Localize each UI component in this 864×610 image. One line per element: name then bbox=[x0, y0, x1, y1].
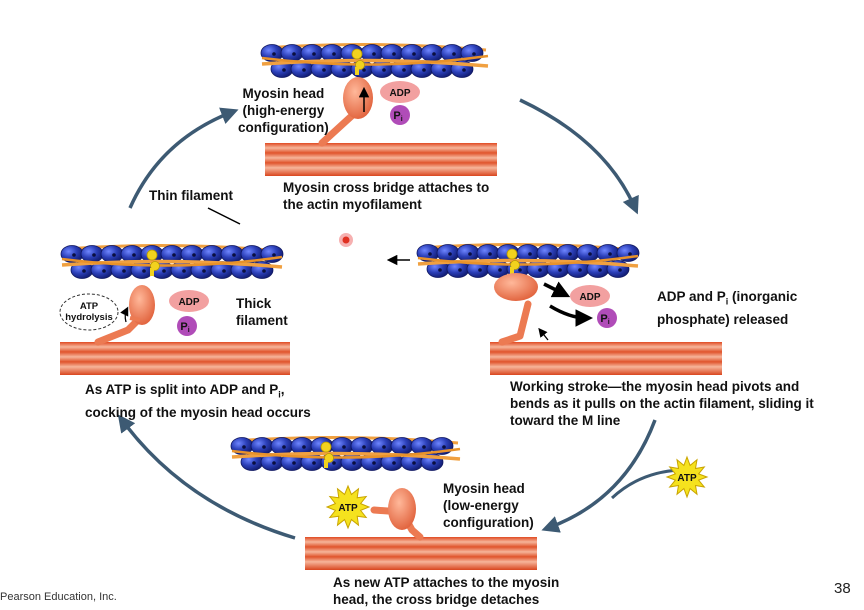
actin-bead bbox=[280, 44, 304, 62]
label-step1-attach: Myosin cross bridge attaches to the acti… bbox=[283, 180, 490, 212]
label-thick-filament: Thick filament bbox=[236, 296, 288, 328]
actin-bead bbox=[370, 437, 394, 455]
svg-text:ADP: ADP bbox=[579, 292, 600, 303]
thick-filament-bottom bbox=[305, 537, 537, 570]
pi-badge-right: Pi bbox=[597, 308, 617, 328]
actin-bead bbox=[436, 244, 460, 262]
actin-bead bbox=[200, 245, 224, 263]
pi-badge-top: Pi bbox=[390, 105, 410, 125]
myosin-head-bottom bbox=[370, 488, 424, 541]
troponin bbox=[146, 249, 158, 261]
thin-filament-bottom bbox=[230, 435, 461, 471]
svg-text:Pi: Pi bbox=[393, 110, 402, 123]
adp-badge-top: ADP bbox=[380, 81, 420, 103]
adp-badge-right: ADP bbox=[570, 285, 610, 307]
cycle-arrows bbox=[117, 98, 681, 540]
svg-text:Pi: Pi bbox=[600, 313, 609, 326]
atp-hydrolysis-bubble: ATP hydrolysis bbox=[59, 293, 129, 331]
label-myosin-head-high-energy: Myosin head (high-energy configuration) bbox=[238, 86, 329, 135]
copyright: Pearson Education, Inc. bbox=[0, 591, 117, 603]
atp-entry-arrow bbox=[610, 468, 681, 500]
actin-bead bbox=[576, 244, 600, 262]
thin-filament-pointer bbox=[207, 207, 241, 225]
actin-bead bbox=[400, 44, 424, 62]
svg-text:ATP: ATP bbox=[338, 503, 358, 514]
label-step3-detach: As new ATP attaches to the myosin head, … bbox=[333, 575, 560, 607]
center-marker bbox=[339, 233, 353, 247]
actin-bead bbox=[100, 245, 124, 263]
thick-filament-right bbox=[490, 342, 722, 375]
myosin-head-right bbox=[494, 273, 549, 346]
actin-bead bbox=[80, 245, 104, 263]
atp-star-bottom: ATP bbox=[325, 484, 371, 530]
thick-filament-left bbox=[60, 342, 290, 375]
actin-bead bbox=[250, 437, 274, 455]
pi-badge-left: Pi bbox=[177, 316, 197, 336]
release-arrow-adp bbox=[543, 281, 571, 298]
atp-star-incoming: ATP bbox=[665, 455, 709, 499]
troponin bbox=[320, 441, 332, 453]
svg-text:ADP: ADP bbox=[178, 297, 199, 308]
actin-bead bbox=[390, 437, 414, 455]
actin-bead bbox=[456, 244, 480, 262]
thick-filament-top bbox=[265, 143, 497, 176]
thin-filament-right bbox=[416, 242, 640, 278]
actin-bead bbox=[420, 44, 444, 62]
adp-label: ADP bbox=[389, 88, 410, 99]
svg-text:ATP: ATP bbox=[80, 301, 99, 312]
myosin-head-top bbox=[318, 77, 373, 147]
cycle-arrow-top-to-right bbox=[519, 98, 639, 215]
cycle-arrow-right-to-bottom bbox=[541, 419, 657, 533]
label-myosin-head-low-energy: Myosin head (low-energy configuration) bbox=[443, 481, 534, 530]
adp-badge-left: ADP bbox=[169, 290, 209, 312]
actin-bead bbox=[270, 437, 294, 455]
svg-text:hydrolysis: hydrolysis bbox=[65, 312, 113, 323]
actin-bead bbox=[300, 44, 324, 62]
label-step2-release: ADP and Pi (inorganic phosphate) release… bbox=[657, 289, 798, 327]
release-arrow-pi bbox=[549, 304, 593, 327]
troponin bbox=[351, 48, 363, 60]
actin-bead bbox=[556, 244, 580, 262]
thin-filament-top bbox=[260, 42, 489, 78]
actin-bead bbox=[220, 245, 244, 263]
thin-filament-left bbox=[60, 243, 284, 279]
page-number: 38 bbox=[834, 580, 851, 597]
svg-text:ATP: ATP bbox=[677, 473, 697, 484]
cycle-arrow-bottom-to-left bbox=[117, 414, 296, 540]
cycle-arrow-left-to-top bbox=[128, 107, 239, 209]
label-step4-cocking: As ATP is split into ADP and Pi, cocking… bbox=[85, 382, 311, 420]
myosin-head-left bbox=[94, 285, 155, 346]
label-thin-filament: Thin filament bbox=[149, 188, 233, 203]
label-step2-working-stroke: Working stroke—the myosin head pivots an… bbox=[510, 379, 814, 428]
svg-text:Pi: Pi bbox=[180, 321, 189, 334]
troponin bbox=[506, 248, 518, 260]
